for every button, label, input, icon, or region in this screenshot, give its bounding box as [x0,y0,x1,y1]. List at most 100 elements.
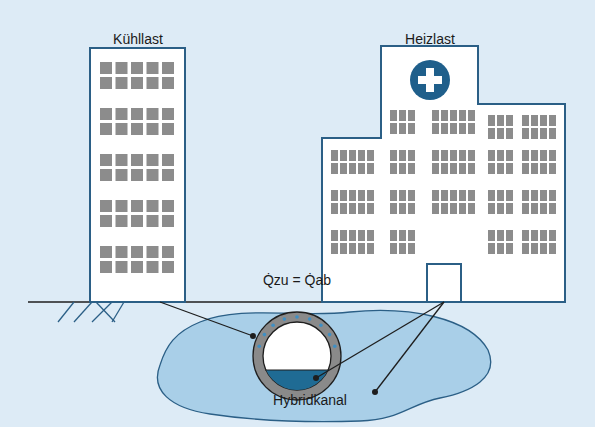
window [497,230,504,241]
window [390,230,397,241]
window [522,190,529,201]
window [432,190,439,201]
window [340,230,347,241]
window [549,163,556,174]
window [147,154,159,166]
window [540,230,547,241]
window [100,154,112,166]
window [390,163,397,174]
window [147,77,159,89]
window [340,243,347,254]
window [549,190,556,201]
window [497,190,504,201]
window [358,243,365,254]
window [349,230,356,241]
window [531,128,538,139]
end-dot [250,333,256,339]
sensor-dot [328,333,332,337]
window [399,123,406,134]
window [488,163,495,174]
window [116,108,128,120]
window [162,108,174,120]
window [349,243,356,254]
window [331,243,338,254]
window [147,215,159,227]
leader-line [375,302,444,392]
sensor-dot [263,333,267,337]
window [147,261,159,273]
window [358,150,365,161]
window [408,163,415,174]
window [497,163,504,174]
window [331,203,338,214]
window [162,77,174,89]
window [497,150,504,161]
window [540,243,547,254]
window [450,203,457,214]
window [468,203,475,214]
window [349,163,356,174]
window [162,200,174,212]
window [340,203,347,214]
window [100,62,112,74]
window [549,243,556,254]
energy-balance: Q̇zu = Q̇ab [263,271,331,289]
window [488,243,495,254]
cross-bar [426,68,434,92]
window [367,163,374,174]
window [116,62,128,74]
window [331,190,338,201]
window [100,261,112,273]
window [506,203,513,214]
window [540,115,547,126]
soil-region [157,311,490,422]
window [100,215,112,227]
window [131,215,143,227]
window [459,190,466,201]
window [549,150,556,161]
window [522,203,529,214]
window [468,163,475,174]
window [432,123,439,134]
window [390,203,397,214]
window [399,243,406,254]
window [441,150,448,161]
sensor-dot [308,317,312,321]
window [340,163,347,174]
window [116,215,128,227]
window [390,110,397,121]
window [506,115,513,126]
window [531,115,538,126]
window [147,62,159,74]
window [131,200,143,212]
sensor-dot [295,315,299,319]
window [522,243,529,254]
building: Heizlast [320,26,566,302]
hospital-building [322,46,565,302]
window [399,110,406,121]
window [531,243,538,254]
window [549,230,556,241]
cross-icon [410,60,450,100]
window [450,190,457,201]
window [408,230,415,241]
window [549,243,556,254]
window [497,243,504,254]
window [162,261,174,273]
sensor-dot [283,317,287,321]
window [522,243,529,254]
window [540,190,547,201]
window [131,123,143,135]
window [459,203,466,214]
window [522,115,529,126]
window [131,154,143,166]
window [441,110,448,121]
window [147,108,159,120]
window [506,190,513,201]
leader-line [160,302,253,336]
window [432,150,439,161]
window [450,163,457,174]
window [408,110,415,121]
window [116,246,128,258]
sensor-dot [257,345,261,349]
